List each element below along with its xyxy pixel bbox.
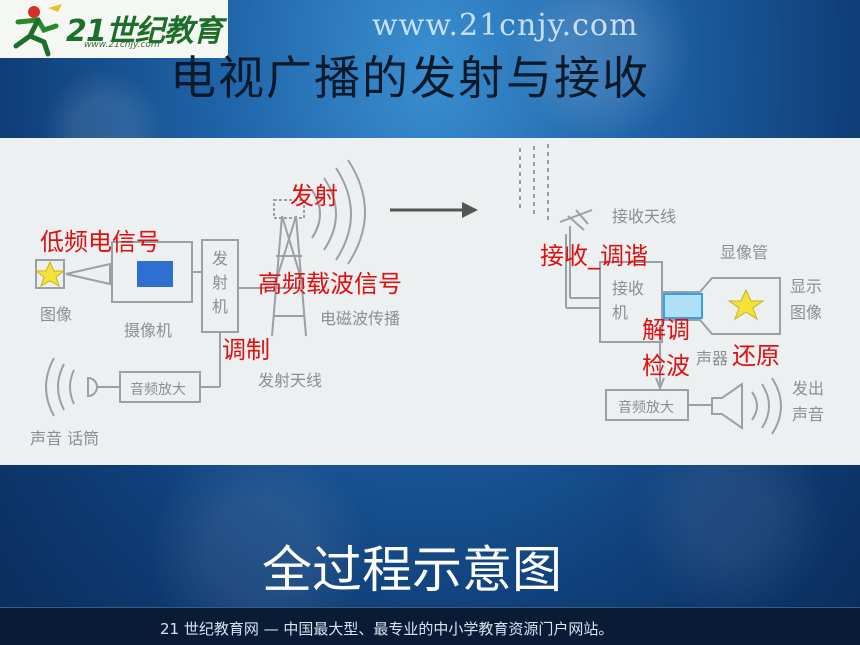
broadcast-diagram: 图像 摄像机 发 射 机 音频放大 声音 话筒 发射天线 电磁波传播 接收天线 …	[30, 144, 824, 448]
label-image: 图像	[40, 305, 72, 324]
label-receive-tune: 接收_调谐	[540, 242, 648, 270]
label-rx-antenna: 接收天线	[612, 207, 676, 226]
label-receiver-2: 机	[612, 303, 628, 322]
speaker-icon	[711, 382, 743, 430]
site-url: www.21cnjy.com	[372, 8, 639, 43]
label-transmitter-3: 机	[212, 297, 228, 316]
label-sound-mic: 声音 话筒	[30, 429, 99, 448]
label-tx-antenna: 发射天线	[258, 371, 322, 390]
label-audio-amp-left: 音频放大	[130, 381, 186, 398]
footer-bar: 21 世纪教育网 — 中国最大型、最专业的中小学教育资源门户网站。	[0, 607, 860, 645]
label-camera: 摄像机	[124, 321, 172, 340]
label-high-freq: 高频载波信号	[258, 270, 402, 298]
footer-text: 21 世纪教育网 — 中国最大型、最专业的中小学教育资源门户网站。	[160, 620, 614, 638]
label-emit-2: 声音	[792, 405, 824, 424]
slide-subtitle: 全过程示意图	[262, 541, 562, 599]
picture-tube	[662, 277, 781, 335]
rx-antenna	[559, 209, 593, 231]
image-source-box	[35, 259, 65, 289]
label-transmitter-2: 射	[212, 273, 228, 292]
label-display-2: 图像	[790, 303, 822, 322]
label-modulate: 调制	[222, 336, 270, 364]
receiver-box	[599, 261, 663, 343]
logo: 21世纪教育 www.21cnjy.com	[0, 0, 228, 58]
label-audio-amp-right: 音频放大	[618, 399, 674, 416]
star-icon-right	[727, 288, 765, 321]
logo-subtext: www.21cnjy.com	[84, 40, 160, 50]
diagram-panel: 图像 摄像机 发 射 机 音频放大 声音 话筒 发射天线 电磁波传播 接收天线 …	[0, 138, 860, 465]
label-low-freq: 低频电信号	[40, 228, 160, 256]
label-transmitter-1: 发	[212, 249, 228, 268]
slide-title: 电视广播的发射与接收	[170, 51, 650, 105]
runner-logo-icon	[13, 4, 62, 57]
label-restore: 还原	[732, 342, 780, 370]
label-em-wave: 电磁波传播	[320, 309, 400, 328]
tx-antenna-tower	[271, 215, 307, 337]
label-speaker: 声器	[696, 349, 728, 368]
label-picture-tube: 显像管	[720, 243, 768, 262]
label-display-1: 显示	[790, 277, 822, 296]
microphone-icon	[87, 376, 98, 398]
label-receiver-1: 接收	[612, 279, 644, 298]
label-emit: 发射	[290, 182, 338, 210]
label-demod-2: 检波	[642, 352, 690, 380]
label-emit-1: 发出	[792, 379, 824, 398]
star-icon-left	[34, 260, 66, 288]
label-demod-1: 解调	[642, 316, 690, 344]
logo-text: 21世纪教育	[66, 14, 223, 49]
